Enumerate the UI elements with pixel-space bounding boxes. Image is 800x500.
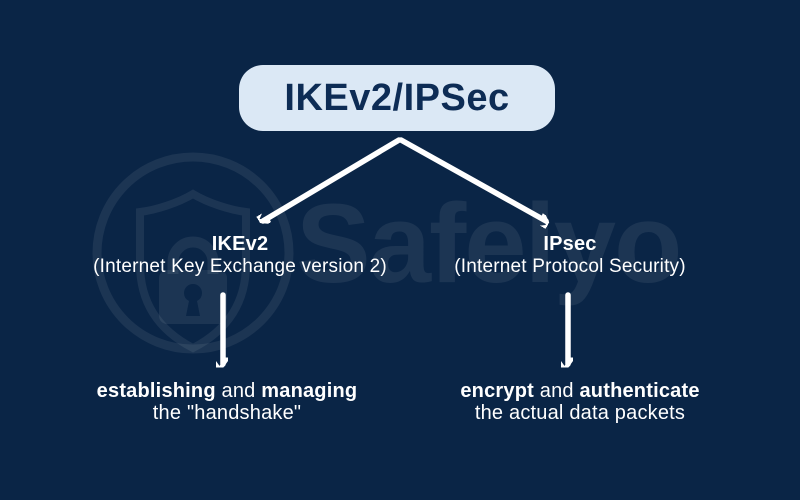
branch-name: IPsec <box>543 233 597 255</box>
branch-subtitle: (Internet Protocol Security) <box>454 256 686 277</box>
diagram-title: IKEv2/IPSec <box>284 76 510 119</box>
arrow-title-to-ipsec <box>398 137 546 221</box>
role-line2: the "handshake" <box>152 402 302 424</box>
branch-node-ipsec: IPsec (Internet Protocol Security) <box>454 233 686 277</box>
role-connector: and <box>215 380 262 402</box>
branch-node-ikev2: IKEv2 (Internet Key Exchange version 2) <box>93 233 387 277</box>
watermark-brand: Safelyo <box>296 181 682 306</box>
role-description-ikev2: establishing and managing the "handshake… <box>97 380 358 424</box>
title-bubble: IKEv2/IPSec <box>239 65 555 131</box>
arrow-title-to-ikev2 <box>263 137 402 221</box>
role-line2: the actual data packets <box>474 402 686 424</box>
branch-name: IKEv2 <box>211 233 269 255</box>
role-connector: and <box>533 380 580 402</box>
shield-lock-icon <box>92 152 294 354</box>
role-emphasis: authenticate <box>579 380 700 402</box>
role-emphasis: managing <box>261 380 358 402</box>
branch-subtitle: (Internet Key Exchange version 2) <box>93 256 387 277</box>
role-emphasis: encrypt <box>460 380 534 402</box>
role-description-ipsec: encrypt and authenticate the actual data… <box>460 380 699 424</box>
role-emphasis: establishing <box>96 380 216 402</box>
